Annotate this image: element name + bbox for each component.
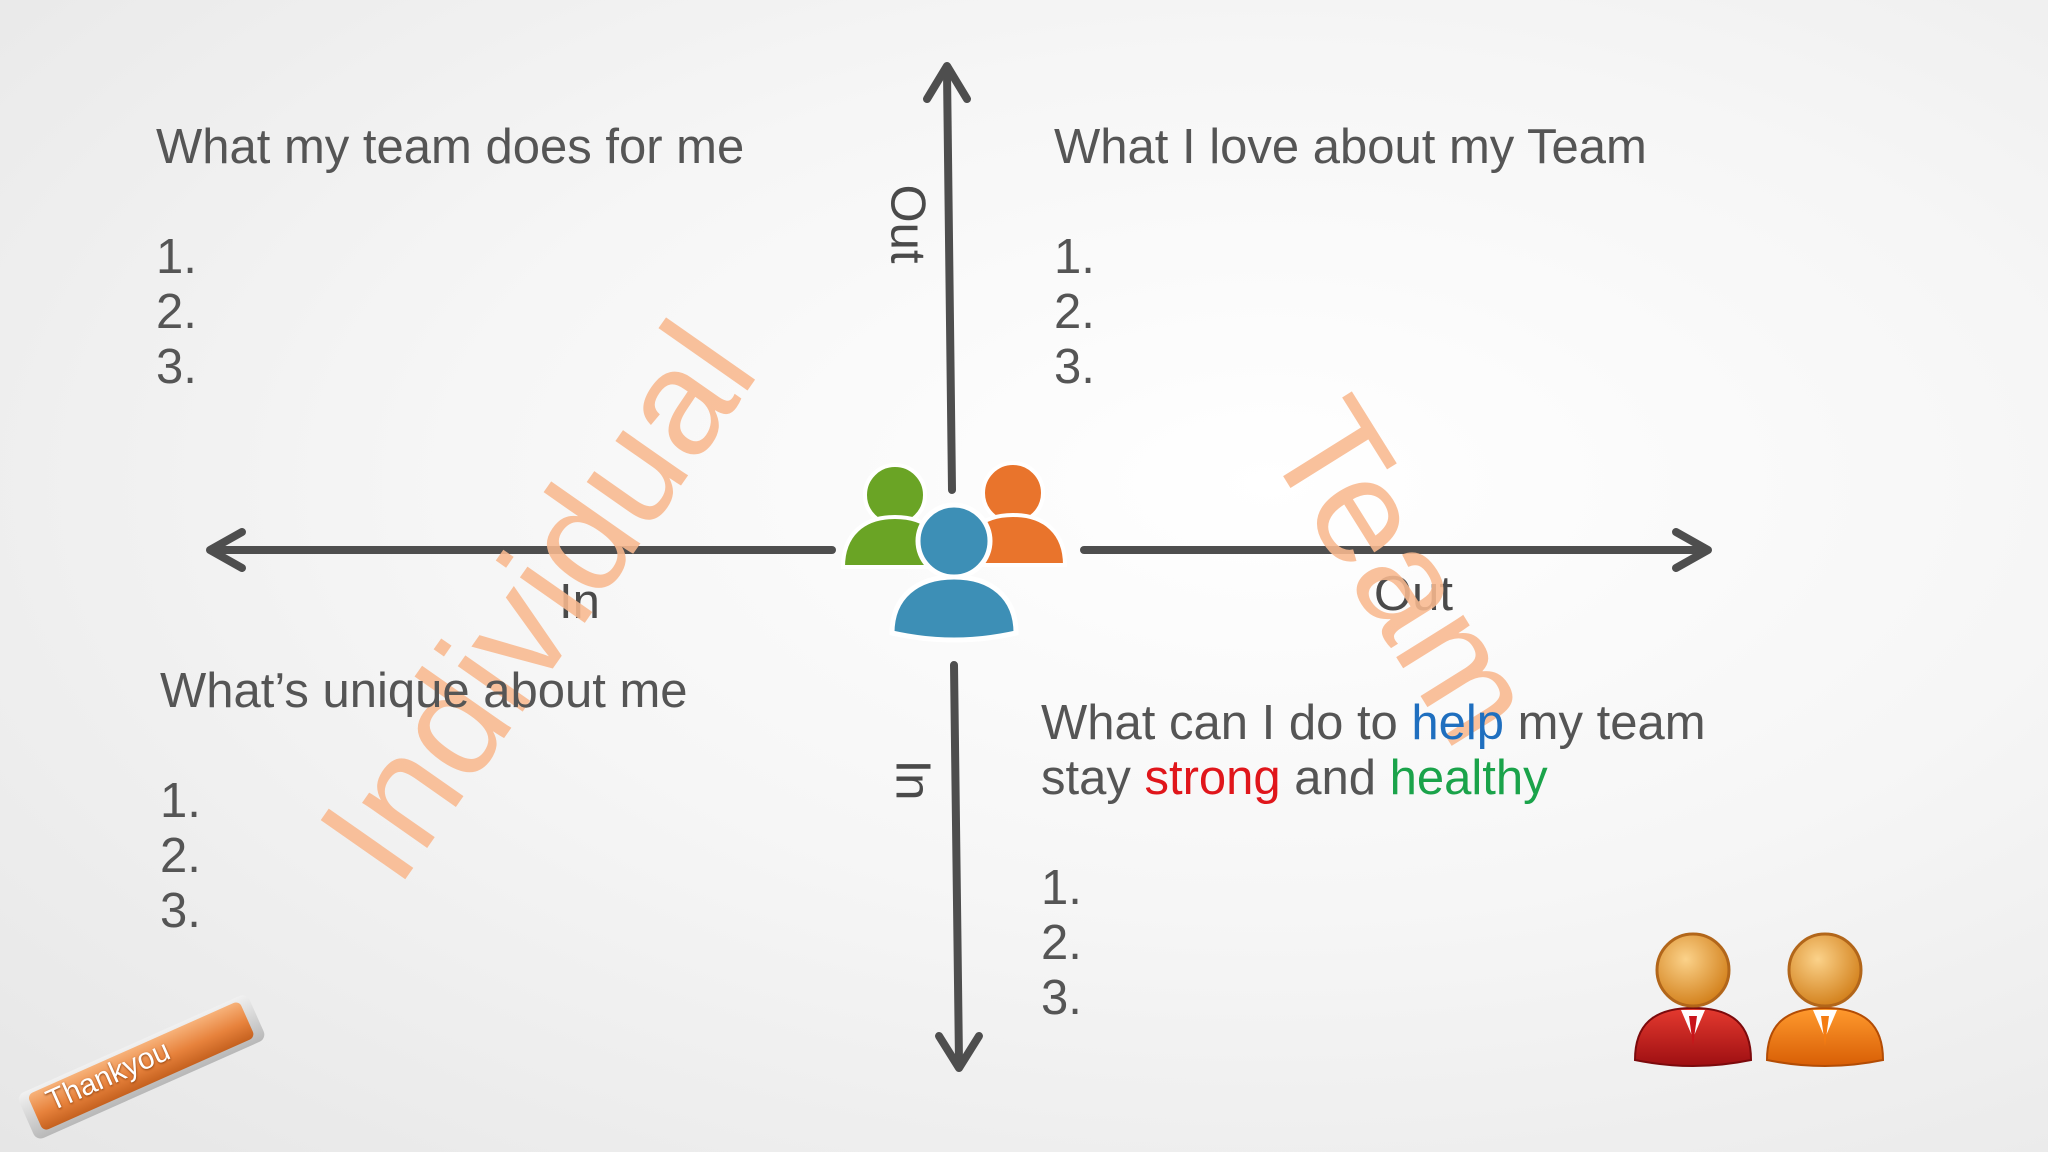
quadrant-list: 1. 2. 3. [1041, 861, 1706, 1026]
list-item: 3. [1041, 970, 1082, 1025]
title-text: What can I do to [1041, 696, 1412, 750]
list-item: 1. [156, 229, 197, 284]
axis-vertical-bottom [950, 661, 963, 1066]
quadrant-bottom-left: What’s unique about me 1. 2. 3. [160, 664, 688, 939]
quadrant-title: What’s unique about me [160, 664, 688, 718]
quadrant-list: 1. 2. 3. [156, 230, 744, 395]
title-text: stay [1041, 750, 1145, 805]
title-text: and [1280, 750, 1390, 805]
quadrant-list: 1. 2. 3. [1054, 230, 1647, 395]
list-item: 3. [156, 339, 197, 394]
axis-arrow-right [1672, 528, 1712, 572]
list-item: 1. [160, 773, 201, 828]
list-item: 1. [1054, 229, 1095, 284]
axis-label-left-in: In [559, 575, 600, 629]
axis-arrow-down [935, 1032, 983, 1072]
person-blue [889, 502, 1019, 643]
title-text: my team [1504, 696, 1706, 750]
quadrant-title: What my team does for me [156, 120, 745, 174]
axis-label-right-out: Out [1374, 567, 1453, 621]
avatar-red [1633, 932, 1753, 1067]
quadrant-title: What can I do to help my team stay stron… [1041, 696, 1706, 806]
list-item: 2. [156, 284, 197, 339]
list-item: 2. [1054, 284, 1095, 339]
quadrant-bottom-right: What can I do to help my team stay stron… [1041, 696, 1706, 1025]
quadrant-list: 1. 2. 3. [160, 774, 688, 939]
title-word-strong: strong [1144, 750, 1281, 805]
axis-vertical-top [943, 68, 956, 494]
axis-label-bottom-in: In [885, 759, 940, 801]
team-people-icon [840, 461, 1068, 643]
list-item: 1. [1041, 860, 1082, 915]
axis-arrow-left [206, 528, 246, 572]
two-users-icon [1633, 932, 1885, 1067]
avatar-orange [1765, 932, 1885, 1067]
title-word-healthy: healthy [1389, 750, 1548, 805]
list-item: 2. [160, 828, 201, 883]
title-word-help: help [1411, 696, 1505, 750]
list-item: 2. [1041, 915, 1082, 970]
list-item: 3. [1054, 339, 1095, 394]
quadrant-top-right: What I love about my Team 1. 2. 3. [1054, 120, 1647, 395]
quadrant-top-left: What my team does for me 1. 2. 3. [156, 120, 744, 395]
thankyou-badge-shape [18, 995, 265, 1139]
list-item: 3. [160, 883, 201, 938]
axis-arrow-up [923, 62, 971, 103]
quadrant-title: What I love about my Team [1054, 120, 1647, 174]
axis-label-top-out: Out [880, 184, 935, 264]
